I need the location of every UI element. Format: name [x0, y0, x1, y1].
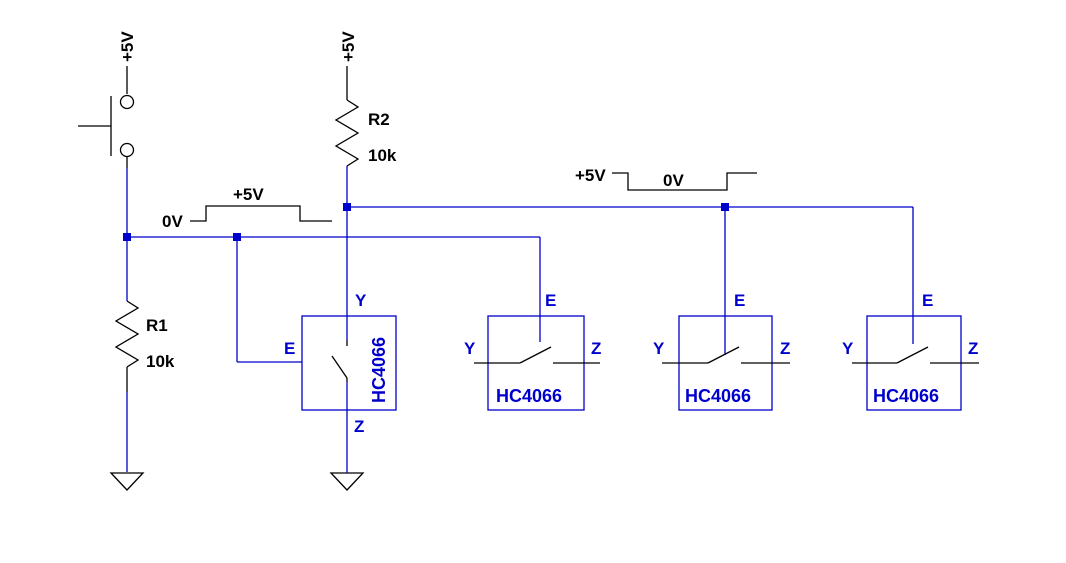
ground-symbol-right	[329, 472, 365, 491]
junction-button-node	[123, 233, 131, 241]
switch1-part: HC4066	[369, 337, 389, 403]
switch4-pin-y: Y	[842, 339, 854, 358]
push-button[interactable]: +5V	[78, 31, 137, 168]
resistor-r1: R1 10k	[114, 168, 175, 472]
switch4-pin-z: Z	[968, 339, 978, 358]
junction-r2-node	[343, 203, 351, 211]
hc4066-switch-3: E Y Z HC4066	[653, 291, 790, 411]
switch2-pin-y: Y	[464, 339, 476, 358]
junction-r2-tap	[721, 203, 729, 211]
ground-symbol-left	[109, 472, 145, 491]
hc4066-switch-4: E Y Z HC4066	[842, 291, 979, 411]
switch3-pin-e: E	[734, 291, 745, 310]
switch3-pin-z: Z	[780, 339, 790, 358]
r1-value: 10k	[146, 352, 175, 371]
switch1-pin-y: Y	[355, 291, 367, 310]
r2-value: 10k	[368, 146, 397, 165]
switch1-pin-z: Z	[354, 417, 364, 436]
switch4-pin-e: E	[922, 291, 933, 310]
r1-ref: R1	[146, 316, 168, 335]
switch2-pin-z: Z	[591, 339, 601, 358]
pulse2-high-label: +5V	[575, 166, 606, 185]
hc4066-switch-1: Y E Z HC4066	[284, 291, 397, 436]
switch1-pin-e: E	[284, 339, 295, 358]
r2-supply-label: +5V	[339, 31, 358, 62]
pulse-waveform-2: +5V 0V	[575, 166, 757, 191]
hc4066-switch-2: E Y Z HC4066	[464, 291, 601, 411]
pulse-waveform-1: 0V +5V	[162, 185, 332, 231]
button-supply-label: +5V	[118, 31, 137, 62]
net-wires	[127, 166, 914, 473]
switch2-pin-e: E	[545, 291, 556, 310]
switch3-pin-y: Y	[653, 339, 665, 358]
pulse1-high-label: +5V	[233, 185, 264, 204]
switch2-part: HC4066	[496, 386, 562, 406]
switch4-part: HC4066	[873, 386, 939, 406]
pulse1-low-label: 0V	[162, 212, 183, 231]
switch3-part: HC4066	[685, 386, 751, 406]
r2-ref: R2	[368, 110, 390, 129]
pulse2-low-label: 0V	[663, 171, 684, 190]
resistor-r2: +5V R2 10k	[334, 31, 397, 167]
junction-control-tap	[233, 233, 241, 241]
